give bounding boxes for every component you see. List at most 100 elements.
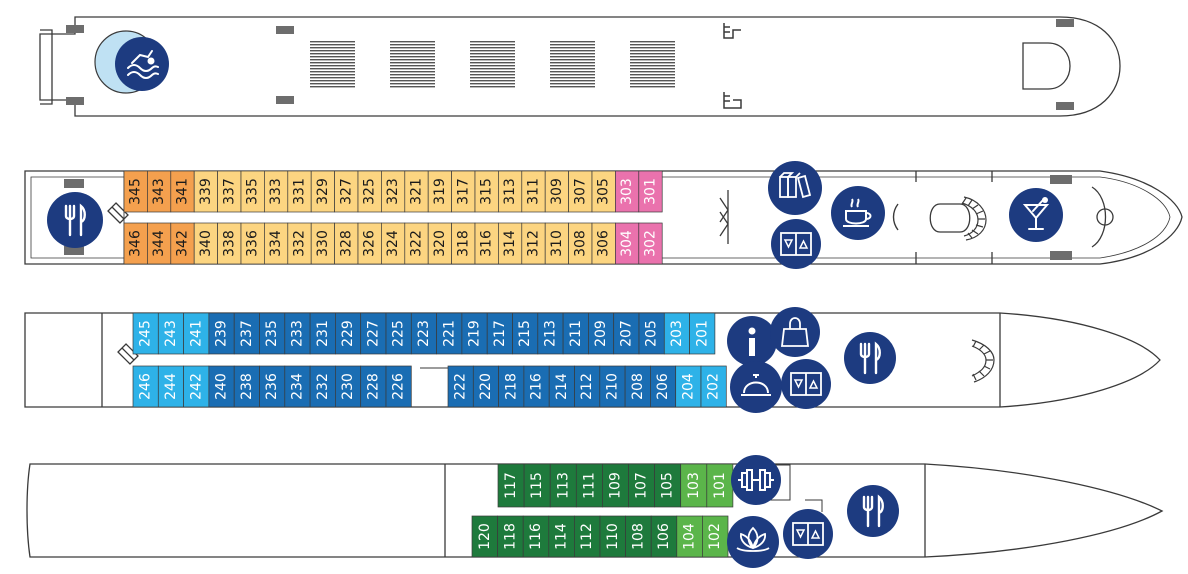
cabin-113[interactable]: 113 [549, 463, 577, 508]
cabin-304[interactable]: 304 [615, 222, 640, 265]
cabin-206[interactable]: 206 [650, 365, 677, 408]
cabin-216[interactable]: 216 [523, 365, 550, 408]
cabin-346[interactable]: 346 [123, 222, 148, 265]
cabin-207[interactable]: 207 [613, 312, 640, 355]
cabin-318[interactable]: 318 [451, 222, 476, 265]
cabin-231[interactable]: 231 [309, 312, 336, 355]
cabin-226[interactable]: 226 [385, 365, 412, 408]
cabin-233[interactable]: 233 [284, 312, 311, 355]
fitness-dumbbell-icon[interactable] [731, 455, 781, 505]
cabin-306[interactable]: 306 [591, 222, 616, 265]
cabin-106[interactable]: 106 [650, 515, 678, 558]
cabin-211[interactable]: 211 [562, 312, 589, 355]
elevator-icon[interactable] [783, 509, 833, 559]
cabin-305[interactable]: 305 [591, 170, 616, 213]
elevator-icon[interactable] [781, 359, 831, 409]
cabin-101[interactable]: 101 [706, 463, 734, 508]
cabin-337[interactable]: 337 [217, 170, 242, 213]
cabin-213[interactable]: 213 [537, 312, 564, 355]
cabin-326[interactable]: 326 [357, 222, 382, 265]
cabin-228[interactable]: 228 [360, 365, 387, 408]
cabin-214[interactable]: 214 [548, 365, 575, 408]
cabin-312[interactable]: 312 [521, 222, 546, 265]
coffee-cup-icon[interactable] [831, 186, 885, 240]
cabin-339[interactable]: 339 [193, 170, 218, 213]
cabin-218[interactable]: 218 [498, 365, 525, 408]
cabin-340[interactable]: 340 [193, 222, 218, 265]
cabin-243[interactable]: 243 [157, 312, 184, 355]
cabin-120[interactable]: 120 [471, 515, 498, 558]
cabin-105[interactable]: 105 [654, 463, 682, 508]
cabin-334[interactable]: 334 [264, 222, 289, 265]
cabin-314[interactable]: 314 [498, 222, 523, 265]
cabin-242[interactable]: 242 [183, 365, 210, 408]
cabin-102[interactable]: 102 [702, 515, 729, 558]
cabin-327[interactable]: 327 [334, 170, 359, 213]
cabin-345[interactable]: 345 [123, 170, 148, 213]
cabin-201[interactable]: 201 [689, 312, 716, 355]
cabin-114[interactable]: 114 [548, 515, 575, 558]
cabin-301[interactable]: 301 [638, 170, 663, 213]
cabin-203[interactable]: 203 [663, 312, 690, 355]
cabin-342[interactable]: 342 [170, 222, 195, 265]
cabin-239[interactable]: 239 [208, 312, 235, 355]
elevator-icon[interactable] [771, 219, 821, 269]
cabin-118[interactable]: 118 [497, 515, 524, 558]
cabin-208[interactable]: 208 [624, 365, 651, 408]
cabin-112[interactable]: 112 [574, 515, 601, 558]
cabin-311[interactable]: 311 [521, 170, 546, 213]
cabin-329[interactable]: 329 [310, 170, 335, 213]
cabin-341[interactable]: 341 [170, 170, 195, 213]
cabin-338[interactable]: 338 [217, 222, 242, 265]
spa-lotus-icon[interactable] [727, 516, 779, 568]
cabin-343[interactable]: 343 [147, 170, 172, 213]
cabin-107[interactable]: 107 [628, 463, 655, 508]
cabin-220[interactable]: 220 [472, 365, 499, 408]
cabin-109[interactable]: 109 [602, 463, 629, 508]
cabin-234[interactable]: 234 [284, 365, 311, 408]
cabin-116[interactable]: 116 [522, 515, 550, 558]
library-books-icon[interactable] [768, 161, 822, 215]
cabin-232[interactable]: 232 [309, 365, 336, 408]
cabin-215[interactable]: 215 [512, 312, 539, 355]
cabin-317[interactable]: 317 [451, 170, 476, 213]
cabin-111[interactable]: 111 [575, 463, 603, 508]
cabin-321[interactable]: 321 [404, 170, 429, 213]
cabin-302[interactable]: 302 [638, 222, 663, 265]
cabin-313[interactable]: 313 [498, 170, 523, 213]
cabin-324[interactable]: 324 [381, 222, 406, 265]
cabin-219[interactable]: 219 [461, 312, 488, 355]
cabin-315[interactable]: 315 [474, 170, 499, 213]
cabin-225[interactable]: 225 [385, 312, 412, 355]
cabin-223[interactable]: 223 [410, 312, 437, 355]
cabin-115[interactable]: 115 [523, 463, 551, 508]
cabin-331[interactable]: 331 [287, 170, 312, 213]
cabin-320[interactable]: 320 [427, 222, 452, 265]
cocktail-bar-icon[interactable] [1009, 188, 1063, 242]
cabin-222[interactable]: 222 [447, 365, 474, 408]
cabin-316[interactable]: 316 [474, 222, 499, 265]
cabin-238[interactable]: 238 [233, 365, 260, 408]
shopping-bag-icon[interactable] [770, 307, 820, 357]
restaurant-icon[interactable] [847, 485, 899, 537]
cabin-319[interactable]: 319 [427, 170, 452, 213]
cabin-212[interactable]: 212 [574, 365, 601, 408]
cabin-325[interactable]: 325 [357, 170, 382, 213]
cabin-310[interactable]: 310 [544, 222, 569, 265]
cabin-309[interactable]: 309 [544, 170, 569, 213]
cabin-330[interactable]: 330 [310, 222, 335, 265]
cabin-335[interactable]: 335 [240, 170, 265, 213]
cabin-322[interactable]: 322 [404, 222, 429, 265]
cabin-108[interactable]: 108 [625, 515, 652, 558]
cabin-221[interactable]: 221 [436, 312, 463, 355]
cabin-227[interactable]: 227 [360, 312, 387, 355]
cabin-229[interactable]: 229 [335, 312, 362, 355]
cabin-244[interactable]: 244 [157, 365, 184, 408]
cabin-308[interactable]: 308 [568, 222, 593, 265]
cabin-237[interactable]: 237 [233, 312, 260, 355]
restaurant-icon[interactable] [844, 332, 896, 384]
cabin-110[interactable]: 110 [599, 515, 626, 558]
cabin-210[interactable]: 210 [599, 365, 626, 408]
cabin-236[interactable]: 236 [259, 365, 286, 408]
cabin-245[interactable]: 245 [132, 312, 159, 355]
